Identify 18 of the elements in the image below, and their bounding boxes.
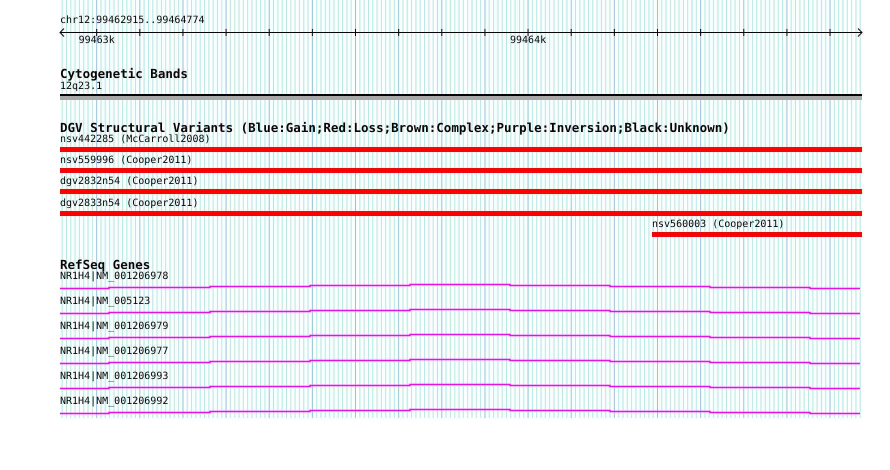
track-title: DGV Structural Variants (Blue:Gain;Red:Loss;Brown:Complex;Purple:Inversion;Black:Unknown)	[60, 121, 730, 135]
feature-label: nsv442285 (McCarroll2008)	[60, 134, 211, 146]
feature-label: 12q23.1	[60, 81, 102, 93]
feature-label: NR1H4|NM_001206979	[60, 321, 168, 333]
coordinate-range: chr12:99462915..99464774	[60, 15, 204, 27]
ruler-tick-label: 99463k	[78, 35, 115, 47]
track-title: RefSeq Genes	[60, 258, 150, 272]
feature-label: dgv2832n54 (Cooper2011)	[60, 176, 198, 188]
feature-label: dgv2833n54 (Cooper2011)	[60, 198, 198, 210]
feature-label: NR1H4|NM_001206992	[60, 396, 168, 408]
feature-label: NR1H4|NM_001206993	[60, 371, 168, 383]
feature-label: NR1H4|NM_005123	[60, 296, 150, 308]
feature-label: NR1H4|NM_001206977	[60, 346, 168, 358]
track-title: Cytogenetic Bands	[60, 67, 188, 81]
feature-label: NR1H4|NM_001206978	[60, 271, 168, 283]
ruler-tick-label: 99464k	[510, 35, 546, 47]
feature-label: nsv559996 (Cooper2011)	[60, 155, 192, 167]
feature-label: nsv560003 (Cooper2011)	[652, 219, 784, 231]
